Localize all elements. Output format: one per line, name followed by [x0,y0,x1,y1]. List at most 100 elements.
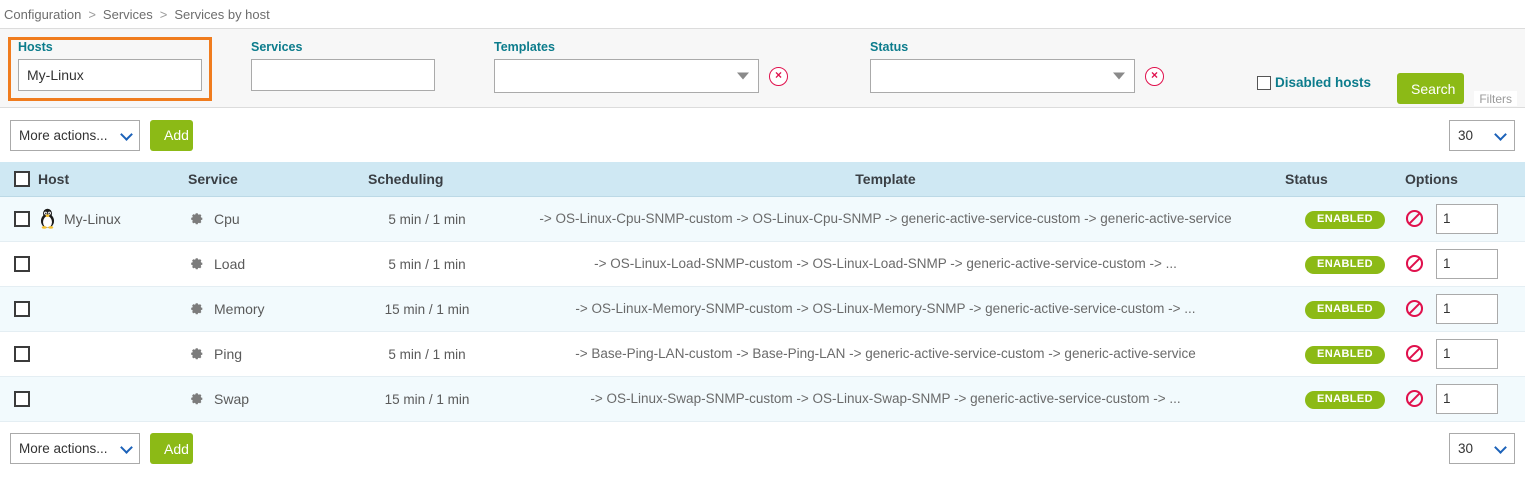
status-select[interactable] [870,59,1135,93]
more-actions-label: More actions... [19,441,108,456]
column-header-options[interactable]: Options [1405,162,1525,197]
status-badge[interactable]: ENABLED [1305,390,1385,409]
row-template-label: -> OS-Linux-Swap-SNMP-custom -> OS-Linux… [590,391,1181,406]
disable-icon[interactable] [1405,209,1424,228]
row-template-cell: -> OS-Linux-Memory-SNMP-custom -> OS-Lin… [486,286,1285,332]
options-input[interactable] [1436,383,1498,414]
column-header-template[interactable]: Template [486,162,1285,197]
services-filter-group: Services [251,40,435,91]
row-status-cell: ENABLED [1285,196,1405,242]
select-all-checkbox[interactable] [14,171,30,188]
row-host-cell [38,286,188,332]
row-template-cell: -> OS-Linux-Swap-SNMP-custom -> OS-Linux… [486,376,1285,422]
column-header-status[interactable]: Status [1285,162,1405,197]
filter-bar: Hosts Services Templates × Status × Disa… [0,28,1525,108]
column-header-scheduling[interactable]: Scheduling [368,162,486,197]
status-clear-icon[interactable]: × [1145,66,1164,86]
row-options-cell [1405,241,1525,287]
row-status-cell: ENABLED [1285,241,1405,287]
chevron-down-icon [737,72,749,80]
row-select-cell [0,331,38,377]
add-button-bottom[interactable]: Add [150,433,193,464]
row-template-cell: -> OS-Linux-Load-SNMP-custom -> OS-Linux… [486,241,1285,287]
row-scheduling-cell: 5 min / 1 min [368,196,486,242]
table-row[interactable]: Memory 15 min / 1 min -> OS-Linux-Memory… [0,286,1525,332]
row-checkbox[interactable] [14,301,30,318]
disabled-hosts-group[interactable]: Disabled hosts [1257,75,1371,90]
chevron-down-icon [120,441,133,454]
row-scheduling-cell: 5 min / 1 min [368,331,486,377]
gear-icon [191,258,203,270]
table-row[interactable]: My-Linux Cpu 5 min / 1 min -> OS-Linux-C… [0,196,1525,242]
row-status-cell: ENABLED [1285,286,1405,332]
table-header: Host Service Scheduling Template Status … [0,162,1525,197]
options-input[interactable] [1436,248,1498,279]
row-template-label: -> OS-Linux-Memory-SNMP-custom -> OS-Lin… [575,301,1196,316]
chevron-down-icon [1494,441,1507,454]
row-checkbox[interactable] [14,256,30,273]
column-header-host[interactable]: Host [38,162,188,197]
row-host-label[interactable]: My-Linux [64,210,121,227]
options-input[interactable] [1436,338,1498,369]
row-checkbox[interactable] [14,211,30,228]
gear-icon [191,303,203,315]
add-button-top[interactable]: Add [150,119,193,151]
status-badge[interactable]: ENABLED [1305,255,1385,274]
page-size-select-bottom[interactable]: 30 [1449,433,1515,464]
row-service-cell: Swap [188,376,368,422]
page-size-select-top[interactable]: 30 [1449,119,1515,151]
row-checkbox[interactable] [14,391,30,408]
disable-icon[interactable] [1405,254,1424,273]
disable-icon[interactable] [1405,344,1424,363]
breadcrumb-item-services[interactable]: Services [102,6,153,22]
disable-icon[interactable] [1405,389,1424,408]
gear-icon [191,213,203,225]
templates-filter-group: Templates × [494,40,788,93]
options-input[interactable] [1436,293,1498,324]
row-template-label: -> OS-Linux-Cpu-SNMP-custom -> OS-Linux-… [539,211,1232,226]
options-input[interactable] [1436,203,1498,234]
row-select-cell [0,376,38,422]
row-template-cell: -> OS-Linux-Cpu-SNMP-custom -> OS-Linux-… [486,196,1285,242]
row-service-label[interactable]: Ping [214,345,243,362]
hosts-filter-label: Hosts [18,40,53,54]
breadcrumb-separator: > [159,6,168,22]
row-checkbox[interactable] [14,346,30,363]
row-host-cell [38,241,188,287]
gear-icon [191,348,203,360]
more-actions-select-bottom[interactable]: More actions... [10,433,140,464]
services-input[interactable] [251,59,435,91]
more-actions-select-top[interactable]: More actions... [10,119,140,151]
status-filter-group: Status × [870,40,1164,93]
breadcrumb: Configuration > Services > Services by h… [0,0,1525,28]
gear-icon [191,393,203,405]
row-scheduling-label: 15 min / 1 min [384,301,470,317]
table-row[interactable]: Ping 5 min / 1 min -> Base-Ping-LAN-cust… [0,331,1525,377]
templates-clear-icon[interactable]: × [769,66,788,86]
row-scheduling-cell: 15 min / 1 min [368,376,486,422]
status-badge[interactable]: ENABLED [1305,345,1385,364]
disabled-hosts-checkbox[interactable] [1257,75,1271,90]
status-filter-label: Status [870,40,909,54]
tux-icon [40,208,55,229]
row-service-label[interactable]: Swap [214,390,250,407]
row-service-label[interactable]: Memory [214,300,265,317]
hosts-input[interactable] [18,59,202,91]
table-row[interactable]: Swap 15 min / 1 min -> OS-Linux-Swap-SNM… [0,376,1525,422]
row-select-cell [0,241,38,287]
table-row[interactable]: Load 5 min / 1 min -> OS-Linux-Load-SNMP… [0,241,1525,287]
table-header-row: Host Service Scheduling Template Status … [0,162,1525,197]
row-service-label[interactable]: Load [214,255,246,272]
templates-select[interactable] [494,59,759,93]
status-badge[interactable]: ENABLED [1305,300,1385,319]
disable-icon[interactable] [1405,299,1424,318]
status-badge[interactable]: ENABLED [1305,210,1385,229]
page-size-value: 30 [1458,441,1474,456]
row-host-cell [38,331,188,377]
breadcrumb-item-configuration[interactable]: Configuration [4,6,82,22]
column-header-service[interactable]: Service [188,162,368,197]
breadcrumb-item-services-by-host[interactable]: Services by host [174,6,270,22]
row-service-label[interactable]: Cpu [214,210,240,227]
hosts-filter-group: Hosts [18,40,202,91]
search-button[interactable]: Search [1397,73,1465,104]
